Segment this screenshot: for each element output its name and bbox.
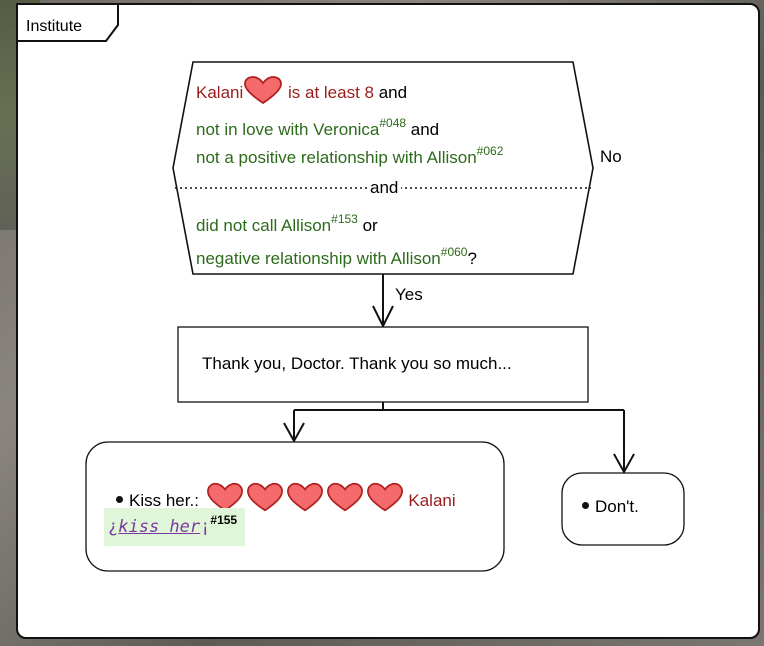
hearts-requirement bbox=[204, 482, 404, 512]
frame-label: Institute bbox=[26, 18, 83, 35]
heart-icon bbox=[246, 482, 283, 512]
character-name: Kalani bbox=[408, 491, 456, 510]
step-box bbox=[177, 326, 589, 403]
step-text: Thank you, Doctor. Thank you so much... bbox=[202, 354, 512, 373]
bullet-icon bbox=[116, 496, 123, 503]
heart-icon bbox=[366, 482, 403, 512]
condition-line-5: negative relationship with Allison#060? bbox=[196, 245, 477, 268]
action-ref: #155 bbox=[210, 513, 238, 527]
yes-label: Yes bbox=[395, 285, 423, 304]
condition-line-2: not in love with Veronica#048 and bbox=[196, 116, 440, 139]
choice-2-arrowhead bbox=[613, 453, 635, 475]
no-label: No bbox=[600, 147, 622, 166]
heart-icon bbox=[326, 482, 363, 512]
separator-label: and bbox=[367, 178, 402, 198]
bullet-icon bbox=[582, 502, 589, 509]
choice-1-label: Kiss her.: bbox=[129, 491, 199, 510]
choice-dont[interactable]: Don't. bbox=[582, 497, 639, 517]
action-link-text[interactable]: kiss her bbox=[118, 517, 201, 537]
condition-line-3: not a positive relationship with Allison… bbox=[196, 144, 504, 167]
decision-shape bbox=[172, 61, 594, 275]
frame-tab: Institute bbox=[16, 3, 119, 42]
condition-line-1: Kalani is at least 8 and bbox=[196, 76, 407, 104]
choice-kiss-her[interactable]: Kiss her.: Kalani bbox=[116, 482, 456, 512]
choice-2-box bbox=[561, 472, 685, 546]
yes-arrowhead bbox=[372, 305, 394, 329]
kiss-her-action-link[interactable]: ¿kiss her¡#155 bbox=[104, 508, 246, 546]
heart-icon bbox=[206, 482, 243, 512]
heart-icon bbox=[244, 76, 283, 104]
heart-icon bbox=[286, 482, 323, 512]
choice-1-arrowhead bbox=[283, 422, 305, 444]
condition-line-4: did not call Allison#153 or bbox=[196, 212, 378, 235]
choice-2-label: Don't. bbox=[595, 497, 639, 516]
